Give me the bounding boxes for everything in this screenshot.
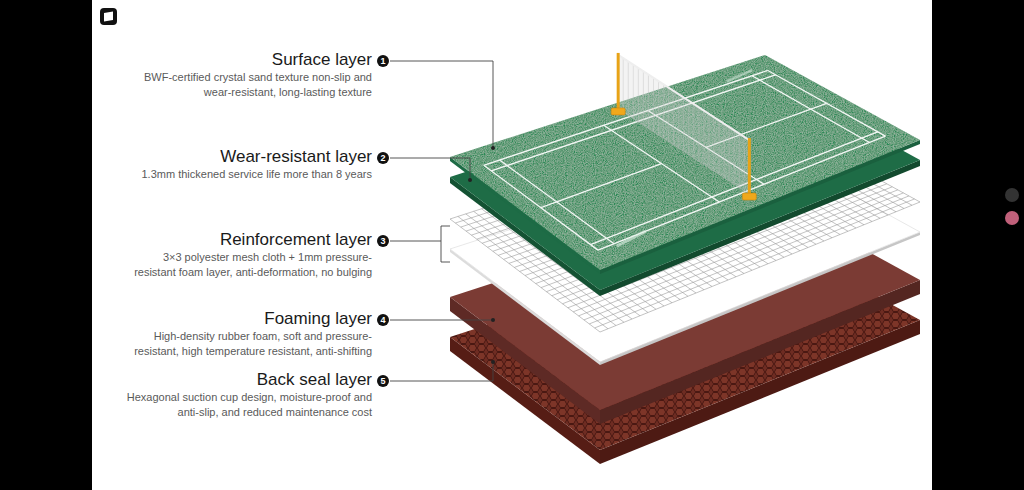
net bbox=[611, 53, 756, 200]
layer-description: High-density rubber foam, soft and press… bbox=[122, 329, 372, 359]
net-thread bbox=[703, 111, 704, 165]
net-thread bbox=[678, 94, 679, 148]
leader-line bbox=[390, 362, 493, 381]
net-thread bbox=[688, 101, 689, 155]
net-band bbox=[618, 55, 749, 140]
net-thread bbox=[668, 88, 669, 142]
net-thread bbox=[729, 127, 730, 181]
layer-description: BWF-certified crystal sand texture non-s… bbox=[122, 70, 372, 100]
callout-number: 5 bbox=[377, 375, 389, 387]
net-thread bbox=[663, 84, 664, 138]
layer-heading: Surface layer bbox=[272, 50, 372, 70]
post-base bbox=[611, 108, 625, 115]
net-thread bbox=[714, 117, 715, 171]
net-thread bbox=[658, 81, 659, 135]
net-thread bbox=[698, 107, 699, 161]
net-thread bbox=[734, 130, 735, 184]
layer-heading: Reinforcement layer bbox=[220, 230, 372, 250]
court-logo bbox=[617, 231, 646, 246]
leader-dot bbox=[491, 146, 495, 150]
net-thread bbox=[708, 114, 709, 168]
net-mesh bbox=[618, 55, 749, 194]
court-line bbox=[541, 164, 662, 208]
surface-layer bbox=[450, 55, 920, 270]
layer-description: 3×3 polyester mesh cloth + 1mm pressure-… bbox=[122, 250, 372, 280]
net-thread bbox=[628, 61, 629, 115]
court-line bbox=[484, 165, 598, 250]
net-thread bbox=[719, 120, 720, 174]
net-thread bbox=[643, 71, 644, 125]
leader-dot bbox=[491, 318, 495, 322]
layer-heading: Back seal layer bbox=[257, 370, 372, 390]
net-thread bbox=[724, 124, 725, 178]
leader-dot bbox=[468, 178, 472, 182]
net-thread bbox=[638, 68, 639, 122]
leader-line bbox=[390, 320, 493, 321]
net-thread bbox=[744, 137, 745, 191]
layer-heading: Wear-resistant layer bbox=[220, 147, 372, 167]
callout-number: 4 bbox=[377, 314, 389, 326]
net-thread bbox=[673, 91, 674, 145]
net-thread bbox=[693, 104, 694, 158]
net-thread bbox=[648, 75, 649, 129]
callout-number: 2 bbox=[377, 152, 389, 164]
bracket bbox=[390, 226, 450, 262]
leader-line bbox=[390, 158, 470, 180]
net-post bbox=[748, 138, 751, 198]
net-thread bbox=[739, 134, 740, 188]
net-thread bbox=[633, 65, 634, 119]
net-thread bbox=[653, 78, 654, 132]
app-icon bbox=[100, 8, 117, 25]
callout-number: 1 bbox=[377, 55, 389, 67]
leader-dot bbox=[491, 360, 495, 364]
side-button bbox=[1005, 188, 1019, 202]
leader-line bbox=[390, 61, 493, 148]
net-post bbox=[617, 53, 620, 113]
layer-heading: Foaming layer bbox=[264, 309, 372, 329]
net-thread bbox=[623, 58, 624, 112]
app-icon-mark bbox=[104, 12, 113, 22]
canvas bbox=[92, 0, 932, 490]
layer-description: Hexagonal suction cup design, moisture-p… bbox=[122, 390, 372, 420]
post-base bbox=[742, 193, 756, 200]
court-logo bbox=[727, 70, 752, 81]
side-button bbox=[1005, 211, 1019, 225]
callout-number: 3 bbox=[377, 235, 389, 247]
layer-description: 1.3mm thickened service life more than 8… bbox=[122, 167, 372, 182]
net-thread bbox=[683, 98, 684, 152]
